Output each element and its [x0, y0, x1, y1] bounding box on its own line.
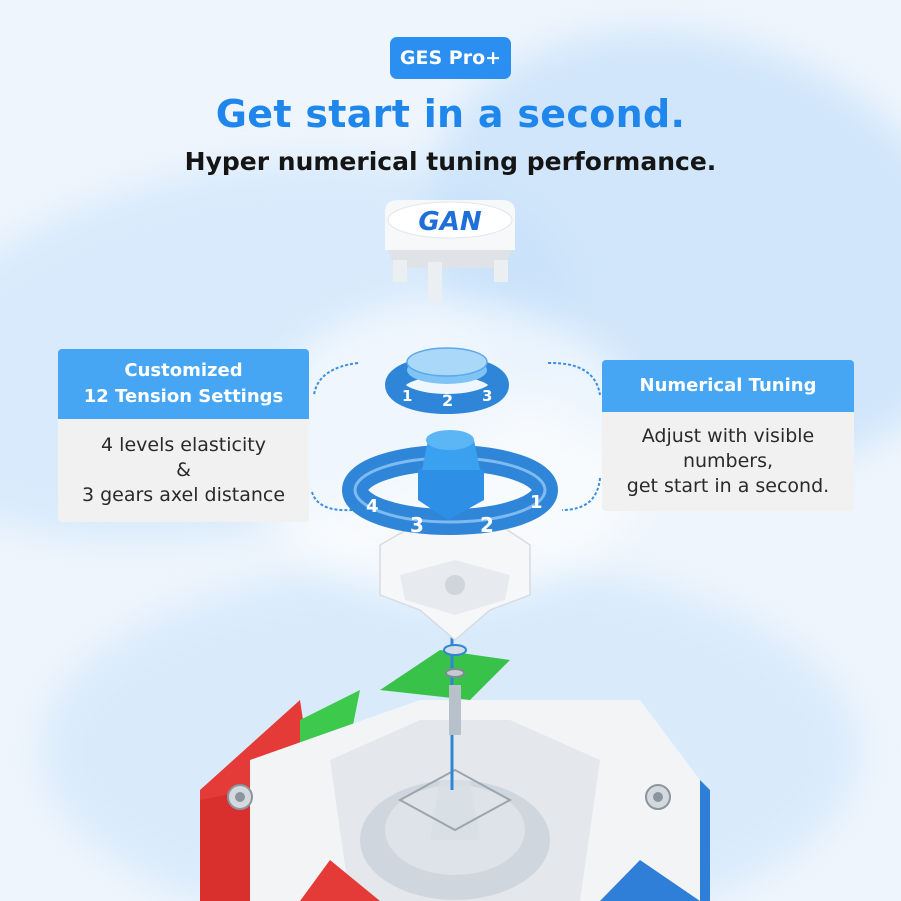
lower-dial-ring: 4 3 2 1	[342, 430, 558, 537]
subheadline: Hyper numerical tuning performance.	[184, 147, 717, 176]
tension-title-line1: Customized	[124, 359, 243, 381]
product-badge: GES Pro+	[390, 37, 511, 79]
tension-body-line3: 3 gears axel distance	[81, 483, 286, 506]
center-housing	[379, 524, 531, 641]
tuning-body-line1: Adjust with visible	[641, 425, 815, 448]
upper-ring-number-3: 3	[482, 387, 492, 405]
connector-left-bottom	[311, 491, 353, 512]
tension-title-line2: 12 Tension Settings	[83, 386, 284, 407]
tension-body-line1: 4 levels elasticity	[101, 434, 266, 457]
headline: Get start in a second.	[215, 92, 686, 136]
connector-right-bottom	[561, 477, 601, 511]
upper-dial-ring: 1 2 3	[385, 347, 509, 414]
center-cap: GAN	[385, 200, 515, 302]
tension-settings-card: Customized 12 Tension Settings 4 levels …	[58, 349, 309, 522]
lower-ring-number-1: 1	[530, 492, 543, 513]
tension-body-line2: &	[176, 459, 191, 482]
upper-ring-number-1: 1	[402, 387, 412, 405]
gan-logo: GAN	[418, 207, 481, 237]
lower-ring-number-2: 2	[480, 513, 494, 537]
lower-ring-number-3: 3	[410, 513, 424, 537]
lower-ring-number-4: 4	[366, 496, 379, 517]
upper-ring-number-2: 2	[442, 391, 453, 410]
tuning-body-line3: get start in a second.	[626, 474, 830, 497]
tension-settings-card-header: Customized 12 Tension Settings	[58, 349, 309, 419]
numerical-tuning-card-body: Adjust with visible numbers, get start i…	[602, 412, 854, 511]
numerical-tuning-card: Numerical Tuning Adjust with visible num…	[602, 360, 854, 511]
numerical-tuning-card-header: Numerical Tuning	[602, 360, 854, 412]
tension-settings-card-body: 4 levels elasticity & 3 gears axel dista…	[58, 419, 309, 522]
cube-base	[200, 650, 710, 901]
connector-left-top	[313, 362, 359, 396]
connector-right-top	[547, 361, 601, 396]
tuning-body-line2: numbers,	[682, 450, 774, 473]
